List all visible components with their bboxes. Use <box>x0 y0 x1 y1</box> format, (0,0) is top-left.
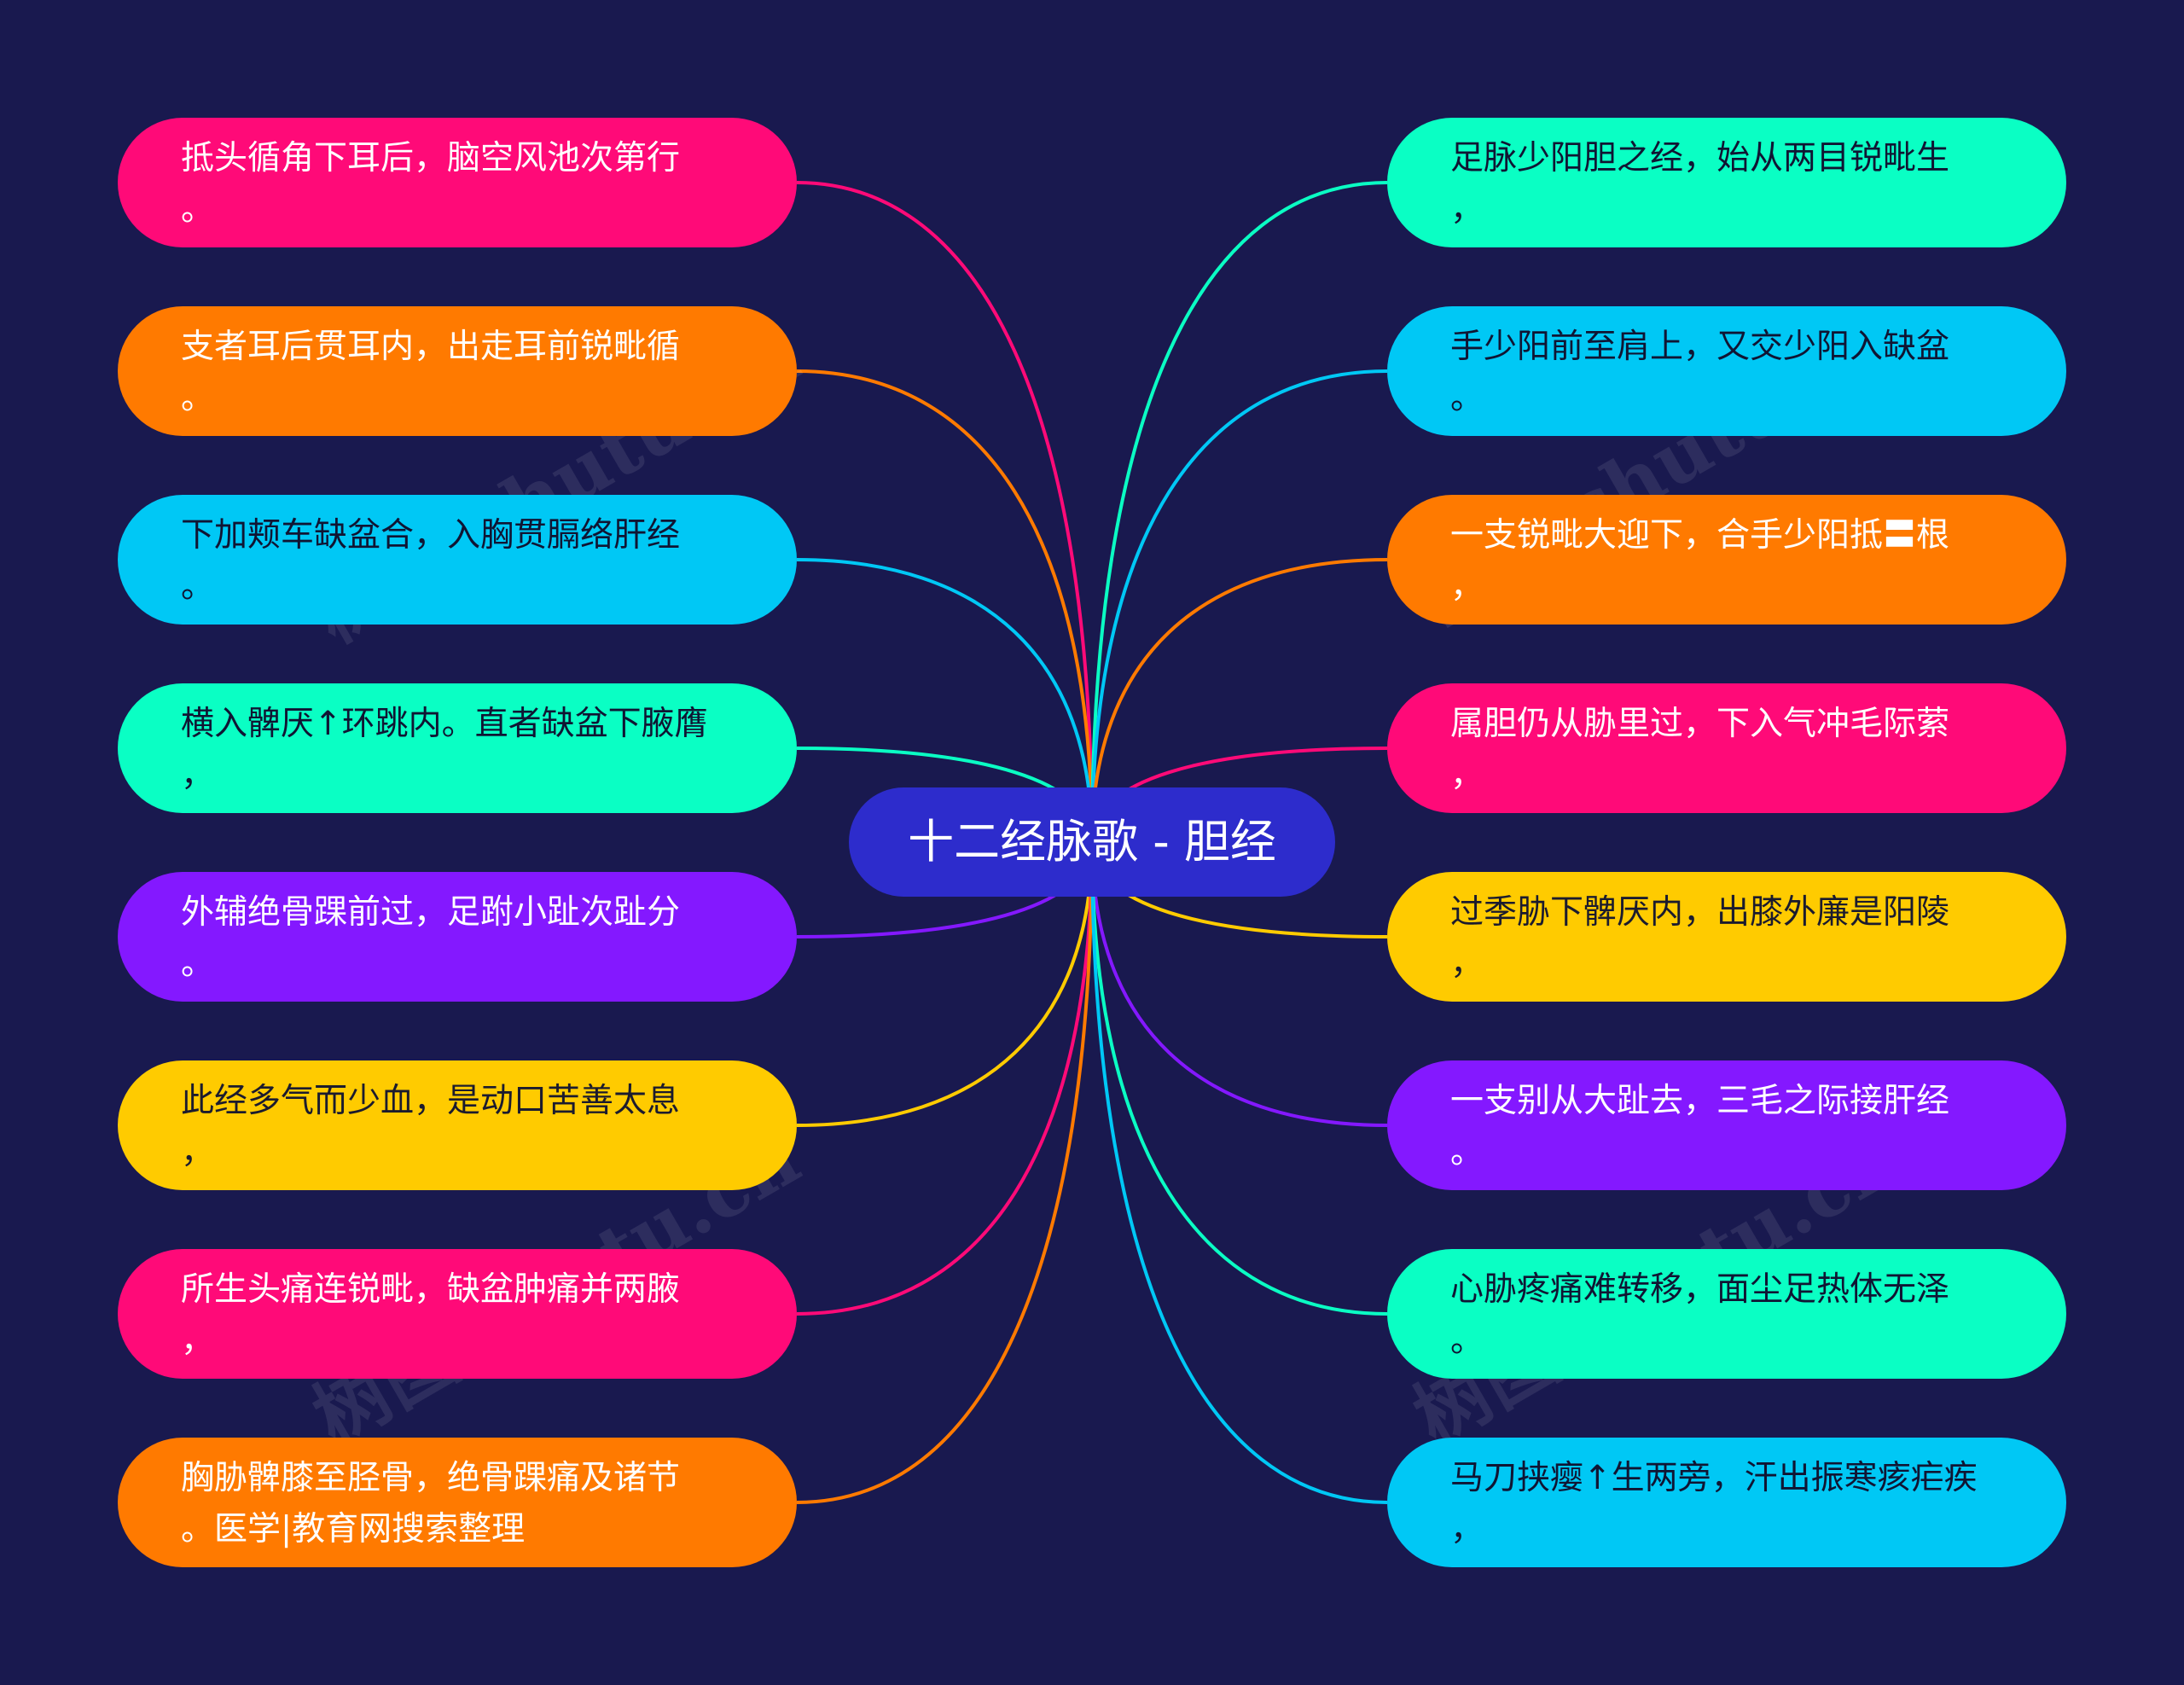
connector-right-6 <box>1090 841 1388 1127</box>
left-node-2[interactable]: 支者耳后贯耳内，出走耳前锐毗循 。 <box>118 306 797 436</box>
connector-left-2 <box>796 369 1094 843</box>
connector-left-3 <box>796 558 1094 843</box>
left-node-6[interactable]: 此经多气而少血，是动口苦善太息 ， <box>118 1060 797 1190</box>
right-node-7[interactable]: 心胁疼痛难转移，面尘足热体无泽 。 <box>1387 1249 2066 1379</box>
connector-right-3 <box>1090 558 1388 843</box>
connector-right-2 <box>1090 369 1388 843</box>
connector-left-8 <box>796 841 1094 1504</box>
connector-left-7 <box>796 841 1094 1316</box>
right-node-8[interactable]: 马刀挟瘿↑生两旁，汗出振寒痎疟疾 ， <box>1387 1438 2066 1567</box>
connector-left-1 <box>796 181 1094 843</box>
right-node-5[interactable]: 过季胁下髀厌内，出膝外廉是阳陵 ， <box>1387 872 2066 1002</box>
right-node-2[interactable]: 手少阳前至肩上，又交少阳入缺盆 。 <box>1387 306 2066 436</box>
right-node-1[interactable]: 足脉少阳胆之经，始从两目锐毗生 ， <box>1387 118 2066 247</box>
center-topic[interactable]: 十二经脉歌 - 胆经 <box>849 787 1335 897</box>
left-node-8[interactable]: 胸胁髀膝至胫骨，绝骨踝痛及诸节 。医学|教育网搜索整理 <box>118 1438 797 1567</box>
left-node-4[interactable]: 横入髀厌↑环跳内。直者缺盆下腋膺 ， <box>118 683 797 813</box>
right-node-6[interactable]: 一支别从大趾去，三毛之际接肝经 。 <box>1387 1060 2066 1190</box>
left-node-3[interactable]: 下加颊车缺盆合，入胸贯膈络肝经 。 <box>118 495 797 625</box>
left-node-5[interactable]: 外辅绝骨踝前过，足跗小趾次趾分 。 <box>118 872 797 1002</box>
connector-left-6 <box>796 841 1094 1127</box>
connector-right-8 <box>1090 841 1388 1504</box>
left-node-1[interactable]: 抵头循角下耳后，脑空风池次第行 。 <box>118 118 797 247</box>
right-node-3[interactable]: 一支锐毗大迎下，合手少阳抵〓根 ， <box>1387 495 2066 625</box>
connector-right-1 <box>1090 181 1388 843</box>
connector-right-7 <box>1090 841 1388 1316</box>
left-node-7[interactable]: 所生头痛连锐毗，缺盆肿痛并两腋 ， <box>118 1249 797 1379</box>
right-node-4[interactable]: 属胆仍从胁里过，下入气冲毛际萦 ， <box>1387 683 2066 813</box>
